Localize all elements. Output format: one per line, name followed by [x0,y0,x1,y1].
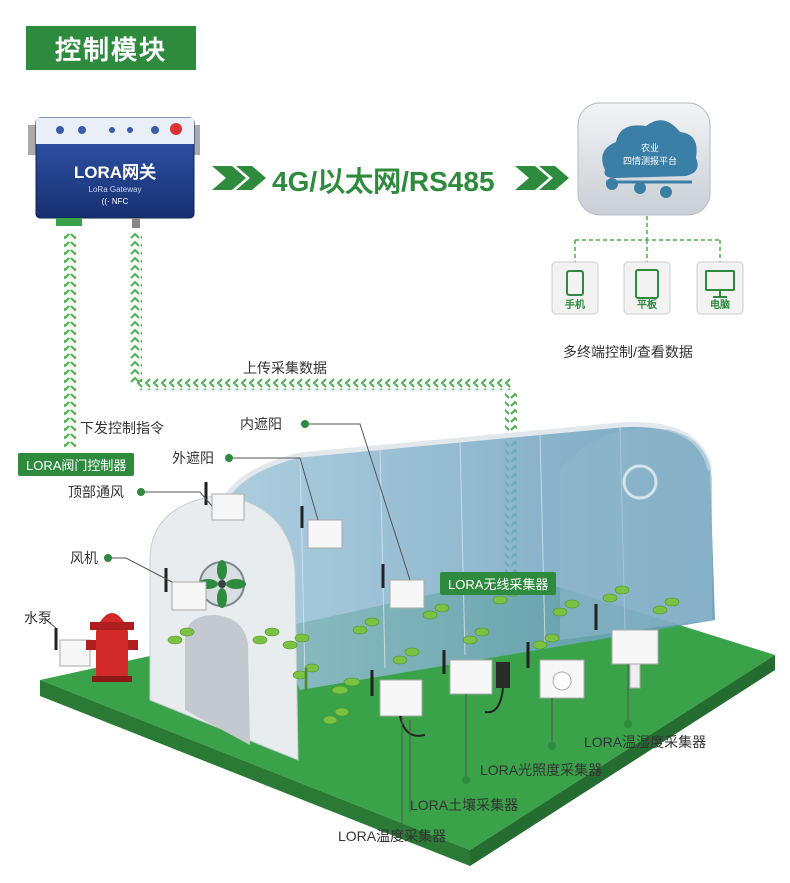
terminal-connectors [574,216,721,262]
link-arrow-right [515,166,569,190]
cloud-line2: 四情测报平台 [623,155,677,166]
command-flow-label: 下发控制指令 [80,420,164,436]
device-pump [54,613,138,682]
label-soil-sensor: LORA土壤采集器 [410,797,519,813]
device-fan [164,568,207,611]
terminal-label: 平板 [637,298,658,311]
link-arrow-left [212,166,266,190]
terminal-tablet: 平板 [623,261,671,315]
label-temperature-sensor: LORA温度采集器 [338,828,447,844]
sensor-temperature-device [370,670,426,737]
label-light-sensor: LORA光照度采集器 [480,762,603,778]
device-top-vent [204,482,245,521]
command-flow-line [64,232,76,448]
label-inner-shade: 内遮阳 [240,416,282,432]
valve-controller-tag: LORA阀门控制器 [18,453,135,476]
gateway-sub: LoRa Gateway [89,185,142,194]
cloud-line1: 农业 [641,142,659,153]
wireless-collector-tag: LORA无线采集器 [440,572,557,595]
sensor-soil-device [442,650,510,714]
terminal-label: 手机 [565,298,585,311]
terminal-computer: 电脑 [696,261,744,315]
terminal-label: 电脑 [710,298,730,311]
label-top-vent: 顶部通风 [68,484,124,500]
sensor-humidity-device [594,604,659,689]
gateway-name: LORA网关 [74,162,156,182]
upload-flow-label: 上传采集数据 [243,360,327,376]
lora-gateway: LORA网关 LoRa Gateway ((· NFC [28,117,200,228]
leader-lines [43,423,629,836]
sensor-light-device [526,642,585,699]
label-pump: 水泵 [24,610,52,626]
device-outer-shade [300,506,343,549]
label-outer-shade: 外遮阳 [172,450,214,466]
device-inner-shade [381,564,425,609]
cloud-platform: 农业 四情测报平台 [577,102,711,216]
greenhouse [149,422,715,761]
leader-dots [104,420,632,784]
label-humidity-sensor: LORA温湿度采集器 [584,734,707,750]
terminal-phone: 手机 [551,261,599,315]
page-title: 控制模块 [26,26,196,70]
terminals-caption: 多终端控制/查看数据 [563,344,693,360]
gateway-nfc: ((· NFC [102,197,129,206]
label-fan: 风机 [70,550,98,566]
link-protocol-label: 4G/以太网/RS485 [272,166,495,197]
